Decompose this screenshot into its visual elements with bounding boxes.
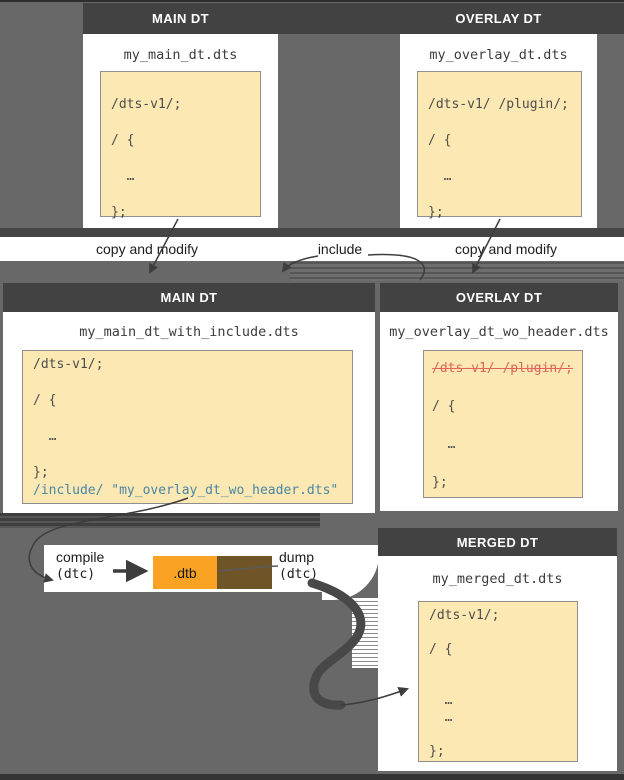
merged-dt-card: my_merged_dt.dts /dts-v1/; / { … … }; bbox=[378, 556, 617, 771]
copy-and-modify-left-label: copy and modify bbox=[96, 241, 198, 257]
main-dt-top-title: MAIN DT bbox=[152, 11, 209, 26]
overlay-dt-top-filename: my_overlay_dt.dts bbox=[429, 47, 568, 63]
dump-text: dump bbox=[279, 549, 315, 565]
main-dt-top-card: my_main_dt.dts /dts-v1/; / { … }; bbox=[83, 34, 278, 228]
overlay-dt-top-code: /dts-v1/ /plugin/; / { … }; bbox=[417, 71, 582, 220]
include-label: include bbox=[317, 241, 363, 257]
copy-and-modify-right-label: copy and modify bbox=[455, 241, 557, 257]
compile-text: compile bbox=[56, 549, 105, 565]
top-header-bar bbox=[83, 3, 624, 34]
bottom-border-strip bbox=[0, 774, 624, 780]
overlay-wo-header-header: OVERLAY DT bbox=[380, 283, 618, 312]
main-dt-include-header: MAIN DT bbox=[3, 283, 375, 312]
overlay-wo-header-card: my_overlay_dt_wo_header.dts /dts-v1/ /pl… bbox=[380, 312, 618, 511]
dump-tool-text: (dtc) bbox=[279, 567, 319, 582]
main-dt-top-code: /dts-v1/; / { … }; bbox=[100, 71, 261, 220]
divider-band-2 bbox=[0, 513, 320, 528]
merged-dt-filename: my_merged_dt.dts bbox=[432, 571, 563, 587]
main-dt-top-filename: my_main_dt.dts bbox=[123, 47, 238, 63]
brown-box bbox=[217, 556, 272, 589]
merged-dt-code: /dts-v1/; / { … … }; bbox=[418, 601, 578, 762]
overlay-wo-header-filename: my_overlay_dt_wo_header.dts bbox=[389, 324, 609, 340]
top-border-strip bbox=[0, 0, 624, 2]
main-dt-include-code: /dts-v1/; / { … };/include/ "my_overlay_… bbox=[22, 350, 353, 504]
dump-label: dump (dtc) bbox=[279, 549, 318, 583]
main-dt-include-title: MAIN DT bbox=[160, 290, 218, 305]
dtb-box: .dtb bbox=[153, 556, 217, 589]
merged-dt-header: MERGED DT bbox=[378, 528, 617, 556]
merged-dt-title: MERGED DT bbox=[456, 534, 539, 550]
main-dt-top-header: MAIN DT bbox=[83, 3, 278, 34]
overlay-wo-header-code: /dts-v1/ /plugin/; / { … }; bbox=[423, 350, 583, 498]
dtb-label: .dtb bbox=[173, 564, 197, 581]
compile-label: compile (dtc) bbox=[56, 549, 104, 583]
glitch-streaks-include bbox=[290, 262, 624, 281]
main-dt-include-filename: my_main_dt_with_include.dts bbox=[79, 324, 299, 340]
main-dt-include-card: my_main_dt_with_include.dts /dts-v1/; / … bbox=[3, 312, 375, 513]
overlay-wo-header-title: OVERLAY DT bbox=[455, 290, 543, 305]
divider-band-1 bbox=[0, 228, 624, 237]
glitch-streaks-merged-edge bbox=[352, 598, 379, 668]
overlay-dt-top-title: OVERLAY DT bbox=[455, 11, 542, 26]
dump-band-extension bbox=[322, 545, 379, 600]
overlay-dt-top-card: my_overlay_dt.dts /dts-v1/ /plugin/; / {… bbox=[400, 34, 597, 228]
compile-tool-text: (dtc) bbox=[56, 567, 96, 582]
overlay-dt-top-header: OVERLAY DT bbox=[400, 3, 597, 34]
